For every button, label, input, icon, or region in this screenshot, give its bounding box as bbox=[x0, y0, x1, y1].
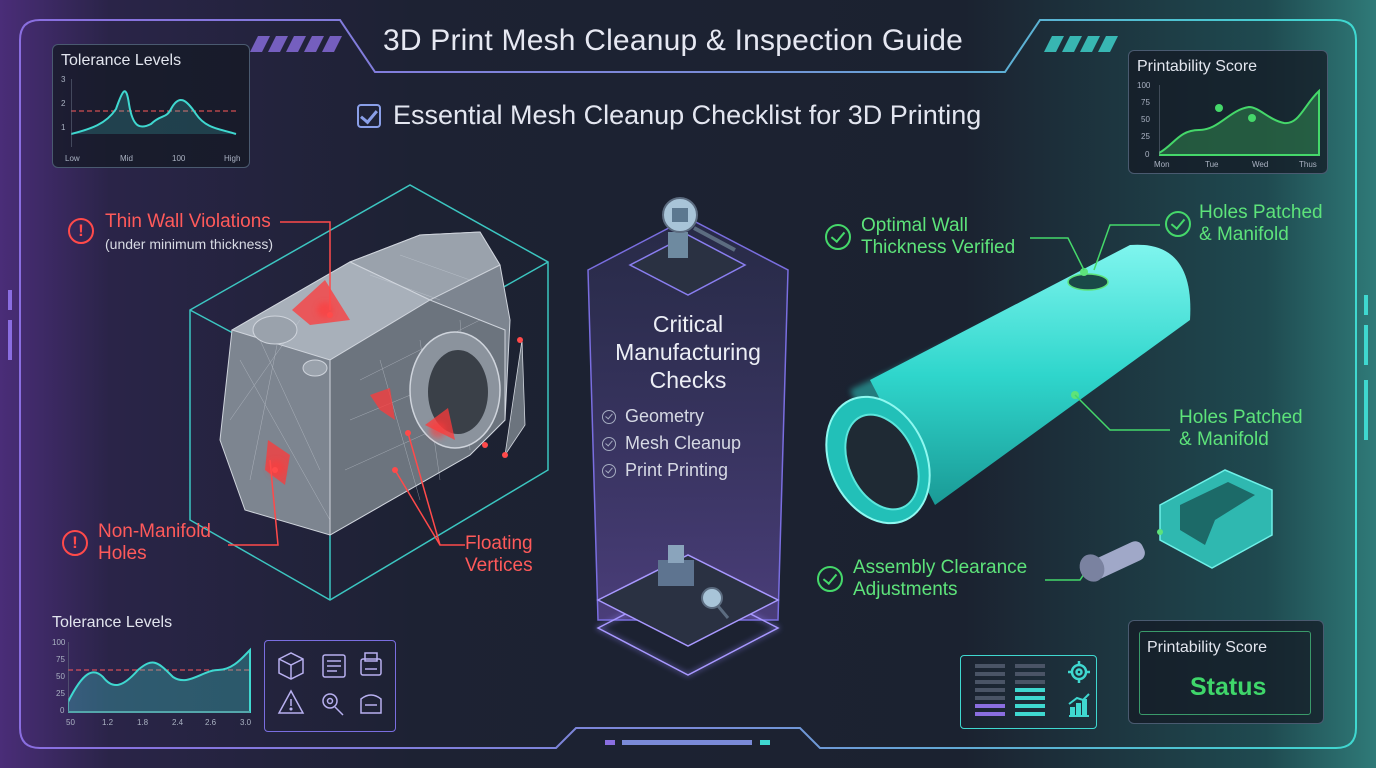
y-tick: 100 bbox=[1137, 81, 1151, 90]
check-item: Geometry bbox=[602, 406, 704, 427]
settings-search-icon[interactable] bbox=[322, 693, 344, 716]
defective-mesh-model bbox=[189, 184, 549, 601]
fix-title: Adjustments bbox=[853, 579, 958, 600]
bed-icon[interactable] bbox=[360, 694, 382, 714]
title-line: Checks bbox=[649, 367, 727, 393]
check-label: Mesh Cleanup bbox=[625, 433, 742, 453]
y-tick: 0 bbox=[1145, 150, 1150, 159]
y-tick: 50 bbox=[56, 672, 65, 681]
document-icon[interactable] bbox=[322, 654, 346, 678]
holes-patched-label-top: Holes Patched & Manifold bbox=[1199, 202, 1323, 246]
fix-title: Assembly Clearance bbox=[853, 557, 1028, 578]
defect-title: Thin Wall Violations bbox=[105, 211, 271, 232]
defect-title: Vertices bbox=[465, 555, 533, 576]
check-circle-icon bbox=[817, 566, 843, 592]
x-tick: Low bbox=[65, 154, 80, 163]
x-tick: High bbox=[224, 154, 241, 163]
printability-area-chart bbox=[1159, 85, 1320, 156]
x-tick: 100 bbox=[172, 154, 186, 163]
y-tick: 100 bbox=[52, 638, 66, 647]
x-tick: Tue bbox=[1205, 160, 1219, 169]
check-circle-icon bbox=[825, 224, 851, 250]
check-label: Print Printing bbox=[625, 460, 729, 480]
thin-wall-label: Thin Wall Violations (under minimum thic… bbox=[105, 211, 273, 255]
fix-title: Thickness Verified bbox=[861, 237, 1016, 258]
defect-title: Floating bbox=[465, 533, 533, 554]
x-tick: Mid bbox=[120, 154, 133, 163]
fix-title: & Manifold bbox=[1179, 429, 1269, 450]
y-tick: 75 bbox=[56, 655, 65, 664]
critical-checks-title: Critical Manufacturing Checks bbox=[598, 310, 778, 394]
x-tick: Wed bbox=[1252, 160, 1269, 169]
checklist-heading: Essential Mesh Cleanup Checklist for 3D … bbox=[357, 100, 981, 131]
panel-title: Printability Score bbox=[1137, 58, 1258, 75]
x-tick: 50 bbox=[66, 718, 75, 727]
status-bars-panel bbox=[960, 655, 1097, 729]
check-item: Print Printing bbox=[602, 460, 728, 481]
tool-icon-panel bbox=[264, 640, 396, 732]
x-tick: Mon bbox=[1154, 160, 1170, 169]
check-circle-icon bbox=[1165, 211, 1191, 237]
y-tick: 25 bbox=[1141, 132, 1150, 141]
printability-score-panel-bottom: Printability Score bbox=[1128, 620, 1324, 724]
holes-patched-label-mid: Holes Patched & Manifold bbox=[1179, 407, 1303, 451]
panel-title: Tolerance Levels bbox=[52, 614, 173, 631]
tolerance-area-chart bbox=[68, 642, 251, 713]
x-tick: 2.6 bbox=[205, 718, 217, 727]
fix-title: Optimal Wall bbox=[861, 215, 968, 236]
tolerance-levels-panel-top: Tolerance Levels 3 2 1 Low Mid 100 High bbox=[52, 44, 250, 168]
panel-title: Printability Score bbox=[1147, 639, 1268, 656]
panel-title: Tolerance Levels bbox=[61, 52, 182, 69]
gear-icon[interactable] bbox=[1068, 661, 1090, 683]
status-box bbox=[1139, 631, 1311, 715]
fix-title: Holes Patched bbox=[1179, 407, 1303, 428]
check-label: Geometry bbox=[625, 406, 705, 426]
repaired-pipe-model bbox=[825, 224, 1273, 582]
page-title: 3D Print Mesh Cleanup & Inspection Guide bbox=[383, 24, 963, 57]
y-tick: 1 bbox=[61, 123, 66, 132]
check-item: Mesh Cleanup bbox=[602, 433, 741, 454]
printability-score-panel-top: Printability Score 100 75 50 25 0 Mon Tu… bbox=[1128, 50, 1328, 174]
floating-vertices-label: Floating Vertices bbox=[465, 533, 533, 577]
y-tick: 3 bbox=[61, 75, 66, 84]
fix-title: & Manifold bbox=[1199, 224, 1289, 245]
y-tick: 50 bbox=[1141, 115, 1150, 124]
defect-title: Non-Manifold bbox=[98, 521, 211, 542]
trend-chart-icon[interactable] bbox=[1068, 693, 1090, 717]
x-tick: 1.8 bbox=[137, 718, 149, 727]
x-tick: Thus bbox=[1299, 160, 1317, 169]
wall-thickness-label: Optimal Wall Thickness Verified bbox=[861, 215, 1015, 259]
title-line: Critical bbox=[652, 311, 724, 337]
x-tick: 3.0 bbox=[240, 718, 252, 727]
check-circle-icon bbox=[602, 463, 616, 478]
alert-icon: ! bbox=[62, 530, 88, 556]
x-tick: 2.4 bbox=[172, 718, 184, 727]
alert-icon: ! bbox=[68, 218, 94, 244]
warning-icon[interactable] bbox=[277, 689, 305, 714]
status-label: Status bbox=[1190, 673, 1267, 701]
fix-title: Holes Patched bbox=[1199, 202, 1323, 223]
x-tick: 1.2 bbox=[102, 718, 114, 727]
y-tick: 0 bbox=[60, 706, 65, 715]
cube-icon[interactable] bbox=[278, 652, 304, 680]
tolerance-line-chart bbox=[71, 79, 237, 147]
defect-note: (under minimum thickness) bbox=[105, 236, 274, 252]
title-line: Manufacturing bbox=[615, 339, 761, 365]
checklist-title: Essential Mesh Cleanup Checklist for 3D … bbox=[393, 100, 982, 130]
y-tick: 25 bbox=[56, 689, 65, 698]
center-column bbox=[587, 197, 789, 677]
printer-icon[interactable] bbox=[360, 652, 382, 676]
assembly-clearance-label: Assembly Clearance Adjustments bbox=[853, 557, 1027, 601]
tolerance-levels-panel-bottom: Tolerance Levels 100 75 50 25 0 50 1.2 1… bbox=[44, 610, 256, 730]
y-tick: 2 bbox=[61, 99, 66, 108]
checkbox-icon bbox=[357, 103, 381, 128]
defect-title: Holes bbox=[98, 543, 147, 564]
y-tick: 75 bbox=[1141, 98, 1150, 107]
non-manifold-label: Non-Manifold Holes bbox=[98, 521, 211, 565]
check-circle-icon bbox=[602, 436, 616, 451]
check-circle-icon bbox=[602, 409, 616, 424]
